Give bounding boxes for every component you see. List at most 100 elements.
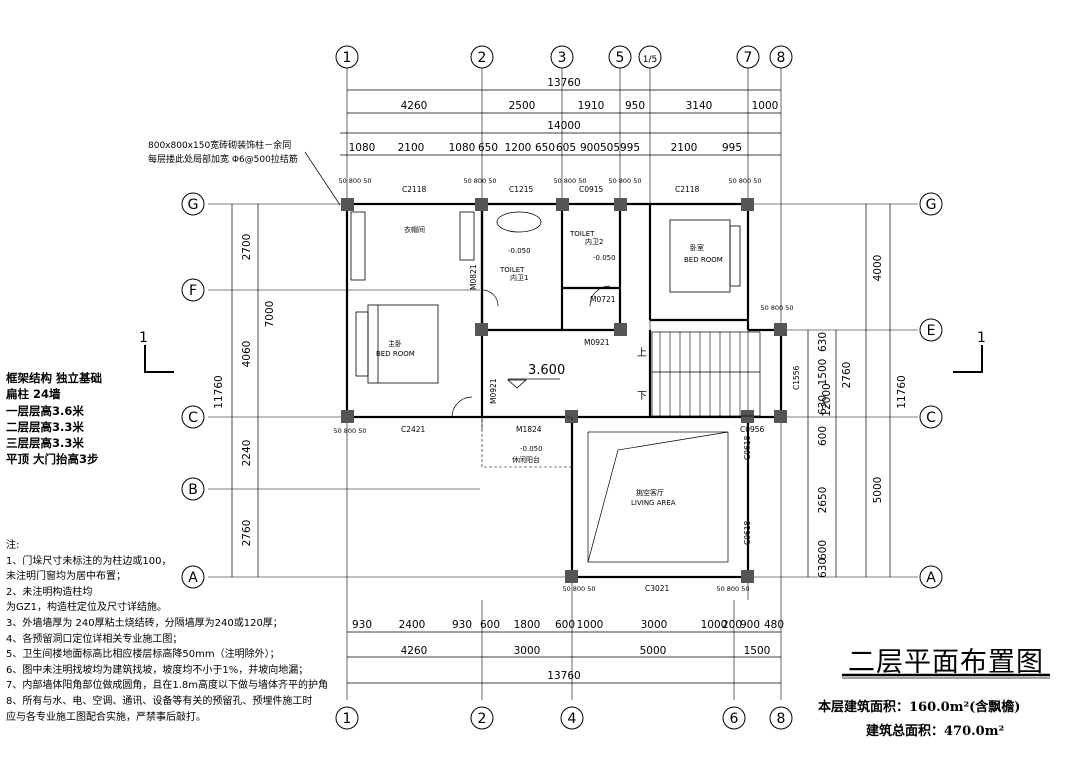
column-dim: 50 800 50 <box>562 585 595 593</box>
door-label: M0721 <box>590 295 616 304</box>
dim-top-segment: 950 <box>625 100 645 112</box>
axis-bubble-label: C <box>188 410 198 426</box>
bathtub <box>496 211 542 233</box>
room-label-toilet2: TOILET <box>569 230 595 238</box>
room-label-master: 主卧 <box>388 339 402 348</box>
axis-bubble-right: C <box>919 405 943 429</box>
door-swings <box>451 285 611 418</box>
level-wet-2: -0.050 <box>593 254 616 262</box>
dim-top-detail: 2100 <box>398 142 425 154</box>
dim-bottom-detail: 600 <box>555 619 575 631</box>
window-label: C2118 <box>402 185 427 194</box>
room-label-bedroom: 卧室 <box>690 243 704 252</box>
window-label: C0618 <box>743 520 752 545</box>
column-dim: 50 800 50 <box>463 177 496 185</box>
note-item: 1、门垛尺寸未标注的为柱边或100， <box>6 555 172 567</box>
axis-bubble-bottom: 8 <box>769 706 793 730</box>
level-main: 3.600 <box>528 363 565 378</box>
window-label: C0956 <box>740 425 765 434</box>
dim-bottom-detail: 1000 <box>577 619 604 631</box>
dim-right-total: 11760 <box>896 375 908 408</box>
dim-top-detail: 1080 <box>349 142 376 154</box>
area-block: 本层建筑面积：160.0m²(含飘檐) 建筑总面积：470.0m² <box>818 696 1020 744</box>
axis-bubble-label: 8 <box>777 711 786 727</box>
dim-left-segment: 4060 <box>241 341 253 368</box>
axis-bubble-left: G <box>181 192 205 216</box>
left-dimension-lines <box>231 204 259 577</box>
axis-bubble-top: 3 <box>550 45 574 69</box>
axis-bubble-right: A <box>919 565 943 589</box>
dim-top-segment: 2500 <box>509 100 536 112</box>
stair-down: 下 <box>637 391 647 402</box>
axis-bubble-label: 6 <box>730 711 739 727</box>
dim-top-segment: 3140 <box>686 100 713 112</box>
axis-bubble-bottom: 1 <box>335 706 359 730</box>
note-item: 2、未注明构造柱均 <box>6 586 93 598</box>
dim-bottom-segment: 5000 <box>640 645 667 657</box>
axis-bubble-top: 1/5 <box>638 45 662 69</box>
door-label: M0921 <box>489 378 498 404</box>
note-item: 3、外墙墙厚为 240厚粘土烧结砖，分隔墙厚为240或120厚； <box>6 617 283 629</box>
window-label: C0915 <box>579 185 604 194</box>
room-label-toilet2-sub: 内卫2 <box>585 237 603 246</box>
column-dim: 50 800 50 <box>608 177 641 185</box>
dim-right-segment: 2650 <box>817 487 829 514</box>
dim-top-mid: 14000 <box>547 120 580 132</box>
dim-bottom-detail: 480 <box>764 619 784 631</box>
axis-bubble-label: A <box>926 570 936 586</box>
room-label-toilet1-sub: 内卫1 <box>510 273 528 282</box>
spec-line: 一层层高3.6米 <box>6 403 84 418</box>
column-dim: 50 800 50 <box>338 177 371 185</box>
dim-left-overall: 11760 <box>213 375 225 408</box>
drawing-title: 二层平面布置图 <box>848 647 1044 678</box>
dim-bottom-detail: 200 <box>722 619 742 631</box>
note-item: 5、卫生间楼地面标高比相应楼层标高降50mm（注明除外）； <box>6 649 280 661</box>
dim-top-segment: 4260 <box>401 100 428 112</box>
axis-bubble-top: 5 <box>608 45 632 69</box>
note-item: 7、内部墙体阳角部位做成圆角，且在1.8m高度以下做与墙体齐平的护角 <box>6 680 329 692</box>
note-item: 4、各预留洞口定位详相关专业施工图； <box>6 633 183 645</box>
spec-line: 二层层高3.3米 <box>6 419 84 434</box>
dim-bottom-segment: 3000 <box>514 645 541 657</box>
notes-heading: 注: <box>6 540 20 551</box>
axis-bubble-top: 8 <box>769 45 793 69</box>
column-dim: 50 800 50 <box>716 585 749 593</box>
room-label-bedroom-en: BED ROOM <box>684 256 723 264</box>
door-label: M0921 <box>584 338 610 347</box>
dim-left-mid: 7000 <box>264 301 276 328</box>
dim-bottom-detail: 900 <box>740 619 760 631</box>
axis-bubble-right: E <box>919 318 943 342</box>
axis-bubble-label: A <box>188 570 198 586</box>
axis-bubble-label: G <box>926 197 937 213</box>
spec-line: 平顶 大门抬高3步 <box>6 452 99 467</box>
room-label-master-en: BED ROOM <box>376 350 415 358</box>
axis-bubble-left: A <box>181 565 205 589</box>
axis-bubble-label: C <box>926 410 936 426</box>
dim-top-detail: 1080 <box>449 142 476 154</box>
axis-bubble-left: F <box>181 278 205 302</box>
axis-bubble-top: 2 <box>470 45 494 69</box>
dim-top-detail: 505 <box>600 142 620 154</box>
axis-bubble-right: G <box>919 192 943 216</box>
dim-bottom-detail: 3000 <box>641 619 668 631</box>
axis-bubble-label: 2 <box>478 711 487 727</box>
top-dimension-lines <box>340 89 781 156</box>
column-note-1: 800x800x150宽砖砌装饰柱－余同 <box>148 139 291 151</box>
dim-top-detail: 995 <box>620 142 640 154</box>
structure-spec: 框架结构 独立基础 扁柱 24墙 一层层高3.6米 二层层高3.3米 三层层高3… <box>6 370 102 468</box>
dim-right-segment: 630 <box>817 558 829 578</box>
dim-right-top: 4000 <box>872 255 884 282</box>
dim-bottom-detail: 600 <box>480 619 500 631</box>
dim-top-segment: 1000 <box>752 100 779 112</box>
dim-top-detail: 995 <box>722 142 742 154</box>
dim-top-detail: 2100 <box>671 142 698 154</box>
level-wet-1: -0.050 <box>508 247 531 255</box>
right-dimension-lines <box>807 204 891 577</box>
axis-bubble-label: 3 <box>558 50 567 66</box>
dim-top-overall: 13760 <box>547 77 580 89</box>
column-dim: 50 800 50 <box>553 177 586 185</box>
level-wet-3: -0.050 <box>520 445 543 453</box>
room-label-balcony: 休闲阳台 <box>512 455 540 464</box>
note-item: 为GZ1，构造柱定位及尺寸详结施。 <box>6 602 167 614</box>
